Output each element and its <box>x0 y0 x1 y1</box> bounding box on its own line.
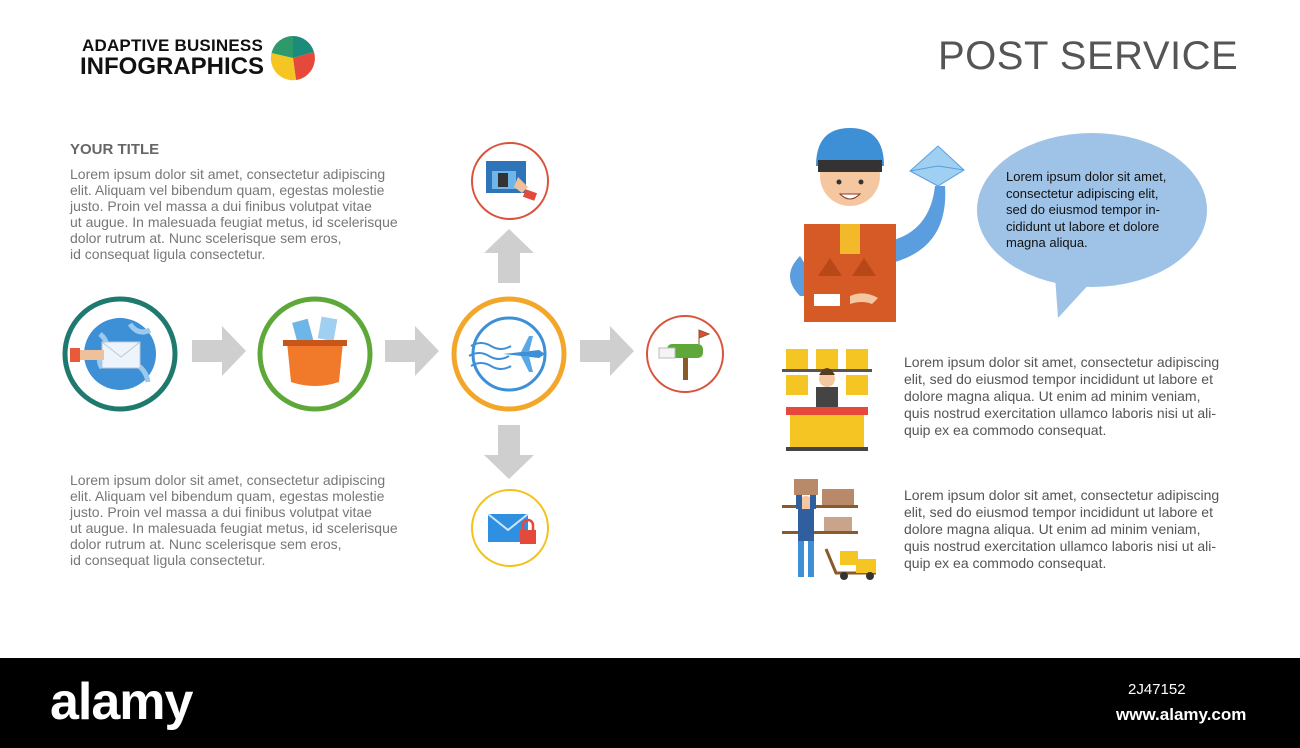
locked-envelope-icon <box>471 489 549 567</box>
image-id: 2J47152 <box>1128 681 1186 698</box>
item-2-text: Lorem ipsum dolor sit amet, consectetur … <box>904 487 1220 571</box>
site-url: www.alamy.com <box>1116 705 1247 724</box>
pie-logo-icon <box>270 35 315 81</box>
post-flow-diagram <box>62 142 724 567</box>
speech-bubble <box>977 133 1207 318</box>
speech-bubble-text: Lorem ipsum dolor sit amet, consectetur … <box>1006 169 1167 250</box>
section-heading: YOUR TITLE <box>70 141 160 158</box>
post-office-clerk-icon <box>782 349 872 451</box>
courier-icon <box>790 128 965 322</box>
top-paragraph: Lorem ipsum dolor sit amet, consectetur … <box>70 166 398 262</box>
bottom-paragraph: Lorem ipsum dolor sit amet, consectetur … <box>70 472 398 568</box>
alamy-logo: alamy <box>50 673 193 731</box>
brand-line-2: INFOGRAPHICS <box>80 53 265 80</box>
mailbox-icon <box>646 315 724 393</box>
courier-illustration <box>790 128 1207 322</box>
post-terminal-icon <box>471 142 549 220</box>
mail-bag-icon <box>257 296 373 412</box>
warehouse-worker-icon <box>782 479 876 580</box>
brand-line-1: ADAPTIVE BUSINESS <box>82 36 263 55</box>
airmail-plane-icon <box>451 296 567 412</box>
page-title: POST SERVICE <box>938 34 1239 78</box>
item-1-text: Lorem ipsum dolor sit amet, consectetur … <box>904 354 1220 438</box>
arrow-right-2 <box>385 326 439 376</box>
arrow-down <box>484 425 534 479</box>
arrow-right-3 <box>580 326 634 376</box>
arrow-up <box>484 229 534 283</box>
globe-letter-icon <box>62 296 178 412</box>
stock-footer-bar <box>0 658 1300 748</box>
arrow-right-1 <box>192 326 246 376</box>
